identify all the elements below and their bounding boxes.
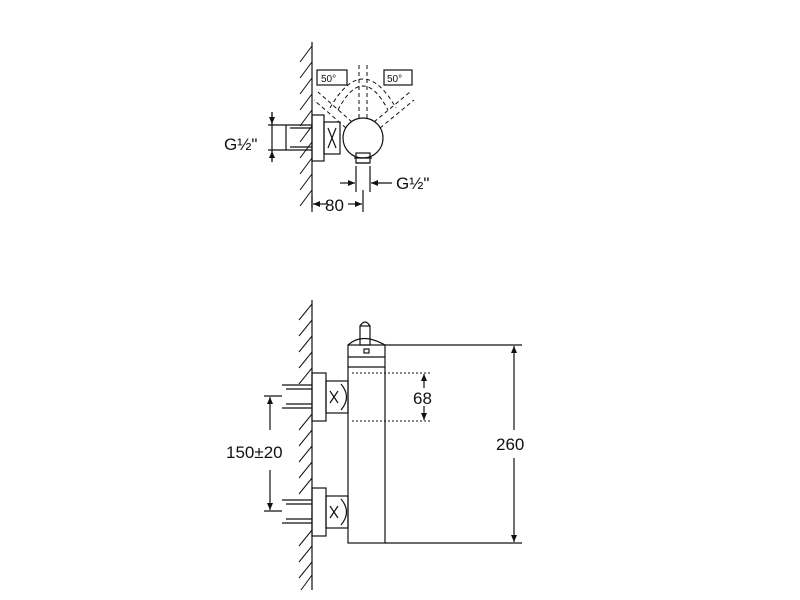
wall-side [298, 300, 313, 591]
valve-body-top [342, 117, 384, 159]
height-dimension-side: 260 [385, 344, 524, 544]
top-view: 50° 50° G½" G½" 80 [224, 42, 429, 215]
svg-text:50°: 50° [387, 74, 402, 85]
upper-inlet-side [282, 372, 349, 422]
inlet-size-label: G½" [224, 135, 257, 154]
inlet-spacing-dimension-side: 150±20 [226, 395, 283, 512]
outlet-dimension-top: G½" [340, 166, 429, 193]
mixer-body-side [347, 321, 386, 544]
height-dim-label: 260 [496, 435, 524, 454]
inlet-spacing-label: 150±20 [226, 443, 283, 462]
handle-swing [313, 64, 415, 129]
body-dimension-side: 68 [352, 372, 432, 422]
side-view: 68 260 150±20 [226, 300, 524, 591]
wall-flange-top [311, 114, 325, 162]
width-dim-label: 80 [325, 196, 344, 215]
lower-inlet-side [282, 487, 349, 537]
outlet-size-label: G½" [396, 174, 429, 193]
outlet-top [354, 152, 372, 164]
angle-label-right: 50° [383, 69, 413, 86]
width-dimension-top: 80 [311, 190, 364, 215]
body-dim-label: 68 [413, 389, 432, 408]
svg-text:50°: 50° [321, 74, 336, 85]
inlet-pipe-top [285, 124, 312, 151]
union-nut-top [323, 121, 341, 155]
inlet-dimension-top: G½" [224, 112, 286, 162]
angle-label-left: 50° [316, 69, 348, 86]
